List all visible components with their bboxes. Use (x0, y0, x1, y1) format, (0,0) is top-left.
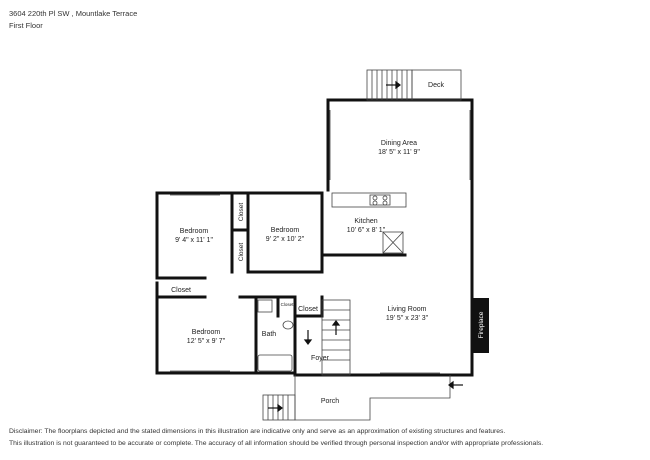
labels: Deck Dining Area 18' 5" x 11' 9" Kitchen… (171, 82, 485, 405)
kitchen-dims: 10' 6" x 8' 1" (347, 227, 386, 234)
closet-a-label: Closet (171, 287, 191, 294)
disclaimer-line-1: Disclaimer: The floorplans depicted and … (9, 428, 506, 435)
dining-dims: 18' 5" x 11' 9" (378, 149, 420, 156)
kitchen-label: Kitchen (354, 218, 377, 225)
bedroom3-dims: 12' 5" x 9' 7" (187, 338, 226, 345)
fireplace-label: Fireplace (478, 311, 485, 338)
dining-label: Dining Area (381, 140, 417, 147)
fireplace-block (472, 298, 489, 353)
deck-label: Deck (428, 82, 444, 89)
bath-label: Bath (262, 331, 277, 338)
living-label: Living Room (388, 306, 427, 313)
arrows (268, 80, 463, 413)
bedroom2-label: Bedroom (271, 227, 300, 234)
foyer-label: Foyer (311, 355, 330, 362)
bedroom3-label: Bedroom (192, 329, 221, 336)
closet-small-label: Closet (281, 302, 295, 307)
fixtures (170, 69, 471, 421)
living-dims: 19' 5" x 23' 3" (386, 315, 429, 322)
bedroom1-dims: 9' 4" x 11' 1" (175, 237, 213, 244)
porch-label: Porch (321, 398, 339, 405)
disclaimer-line-2: This illustration is not guaranteed to b… (9, 440, 544, 447)
floor-label: First Floor (9, 21, 43, 30)
closet-d-label: Closet (298, 306, 318, 313)
address-text: 3604 220th Pl SW , Mountlake Terrace (9, 9, 138, 18)
closet-b-label: Closet (238, 203, 245, 222)
bedroom2-dims: 9' 2" x 10' 2" (266, 236, 305, 243)
bedroom1-label: Bedroom (180, 228, 209, 235)
closet-c-label: Closet (238, 243, 245, 262)
